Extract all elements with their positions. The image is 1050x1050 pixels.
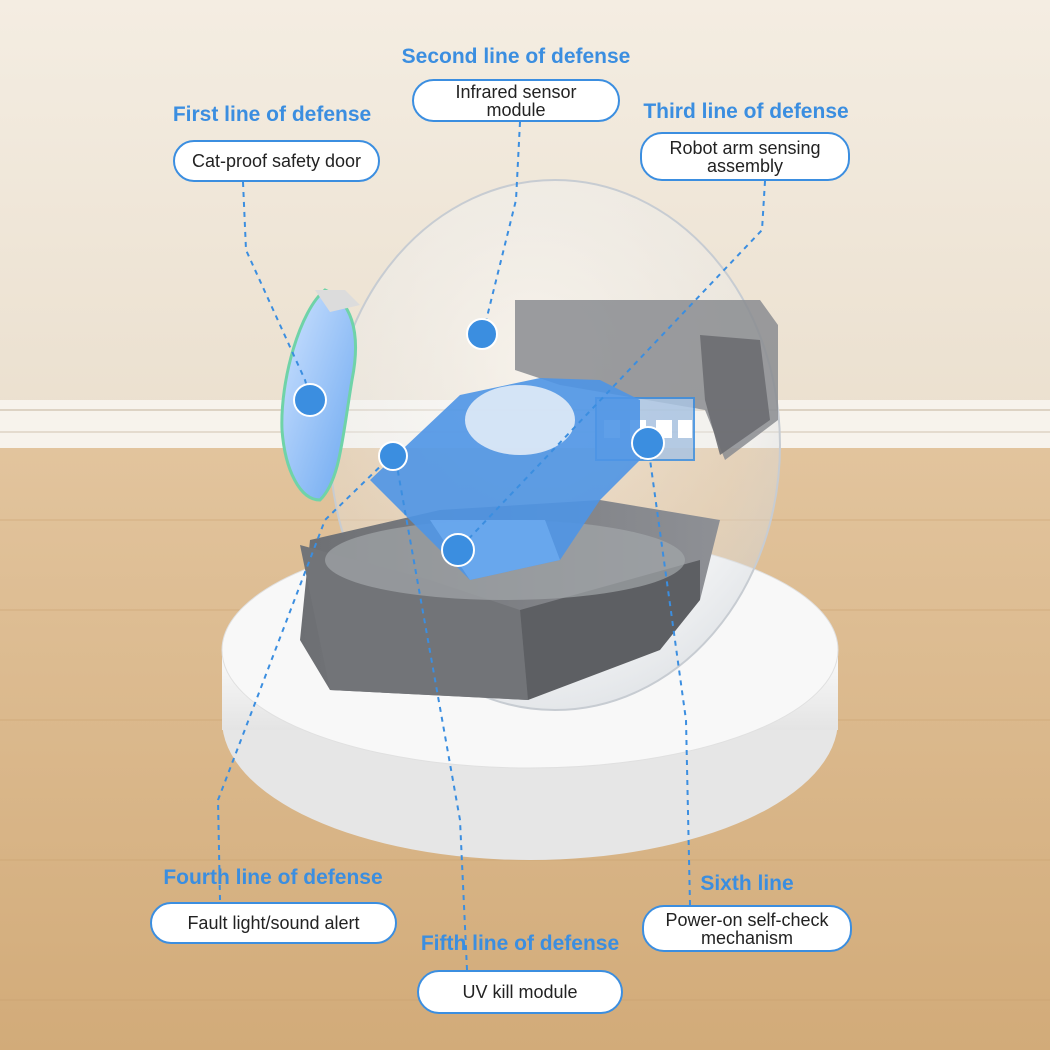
connector-1 (242, 181, 311, 398)
connector-6 (647, 444, 691, 906)
connector-4 (216, 454, 393, 901)
label-cat-proof-safety-door: Cat-proof safety door (173, 140, 380, 182)
marker-selfcheck (631, 426, 665, 460)
connector-2 (484, 121, 521, 326)
heading-second-line: Second line of defense (401, 45, 631, 68)
marker-infrared (466, 318, 498, 350)
marker-uv (378, 441, 408, 471)
heading-first-line: First line of defense (172, 103, 372, 126)
marker-arm (441, 533, 475, 567)
heading-third-line: Third line of defense (643, 100, 849, 123)
label-fault-light-sound-alert: Fault light/sound alert (150, 902, 397, 944)
heading-fourth-line: Fourth line of defense (163, 866, 383, 889)
marker-door (293, 383, 327, 417)
label-infrared-sensor-module: Infrared sensor module (412, 79, 620, 122)
label-uv-kill-module: UV kill module (417, 970, 623, 1014)
label-power-on-self-check-mechanism: Power-on self-check mechanism (642, 905, 852, 952)
connector-5 (394, 454, 468, 971)
connector-3 (457, 180, 766, 551)
heading-sixth-line: Sixth line (700, 872, 794, 895)
label-robot-arm-sensing-assembly: Robot arm sensing assembly (640, 132, 850, 181)
heading-fifth-line: Fifth line of defense (420, 932, 620, 955)
